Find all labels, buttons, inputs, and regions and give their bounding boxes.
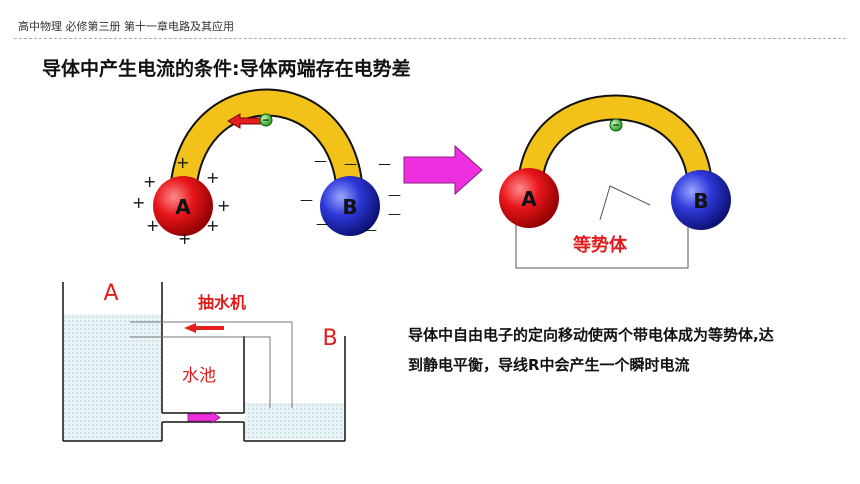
negative-charges: — — — — — — — — xyxy=(300,154,401,238)
pump-arrow xyxy=(184,323,224,333)
page-title: 导体中产生电流的条件:导体两端存在电势差 xyxy=(42,58,411,80)
electron-icon xyxy=(259,113,273,127)
sphere-a xyxy=(153,176,213,236)
plus-sign: + xyxy=(146,216,159,235)
positive-charges: + + + + + + + + xyxy=(132,153,230,248)
electron-sign: − xyxy=(262,116,270,126)
tank-a-label: A xyxy=(103,281,118,306)
flow-arrow xyxy=(187,411,221,424)
pump-label: 抽水机 xyxy=(198,293,246,312)
minus-sign: — xyxy=(388,207,401,222)
sphere-b xyxy=(671,170,731,230)
plus-sign: + xyxy=(206,216,219,235)
pool-label: 水池 xyxy=(182,366,216,386)
minus-sign: — xyxy=(300,193,313,208)
minus-sign: — xyxy=(344,157,357,172)
tank-a-water xyxy=(64,314,161,440)
plus-sign: + xyxy=(206,168,219,187)
water-diagram: A B 抽水机 水池 xyxy=(62,281,346,442)
electron-sign: − xyxy=(612,121,620,131)
tank-b-water xyxy=(245,403,344,439)
transition-arrow xyxy=(403,144,483,196)
right-diagram: − A B 等势体 xyxy=(499,94,731,269)
pump-pipe xyxy=(130,321,293,408)
minus-sign: — xyxy=(378,157,391,172)
sphere-b-label: B xyxy=(693,189,708,213)
equipotential-label: 等势体 xyxy=(573,234,628,256)
plus-sign: + xyxy=(176,153,189,172)
left-diagram: − A B + + + + + + + + — — — — — — — — xyxy=(132,88,401,248)
minus-sign: — xyxy=(388,188,401,203)
plus-sign: + xyxy=(132,193,145,212)
resistor-wire xyxy=(515,222,689,269)
header-breadcrumb: 高中物理 必修第三册 第十一章电路及其应用 xyxy=(18,20,234,33)
electron-icon xyxy=(609,118,623,132)
explanation-text: 导体中自由电子的定向移动使两个带电体成为等势体,达到静电平衡，导线R中会产生一个… xyxy=(408,326,774,374)
sphere-b-label: B xyxy=(342,195,357,219)
minus-sign: — xyxy=(316,217,329,232)
minus-sign: — xyxy=(314,154,327,169)
plus-sign: + xyxy=(178,229,191,248)
plus-sign: + xyxy=(217,196,230,215)
tank-b-label: B xyxy=(322,326,337,351)
sphere-a-label: A xyxy=(175,195,191,219)
header-divider xyxy=(14,38,846,39)
sphere-b xyxy=(320,176,380,236)
plus-sign: + xyxy=(143,172,156,191)
sphere-a xyxy=(499,168,559,228)
minus-sign: — xyxy=(364,223,377,238)
sphere-a-label: A xyxy=(521,187,537,211)
